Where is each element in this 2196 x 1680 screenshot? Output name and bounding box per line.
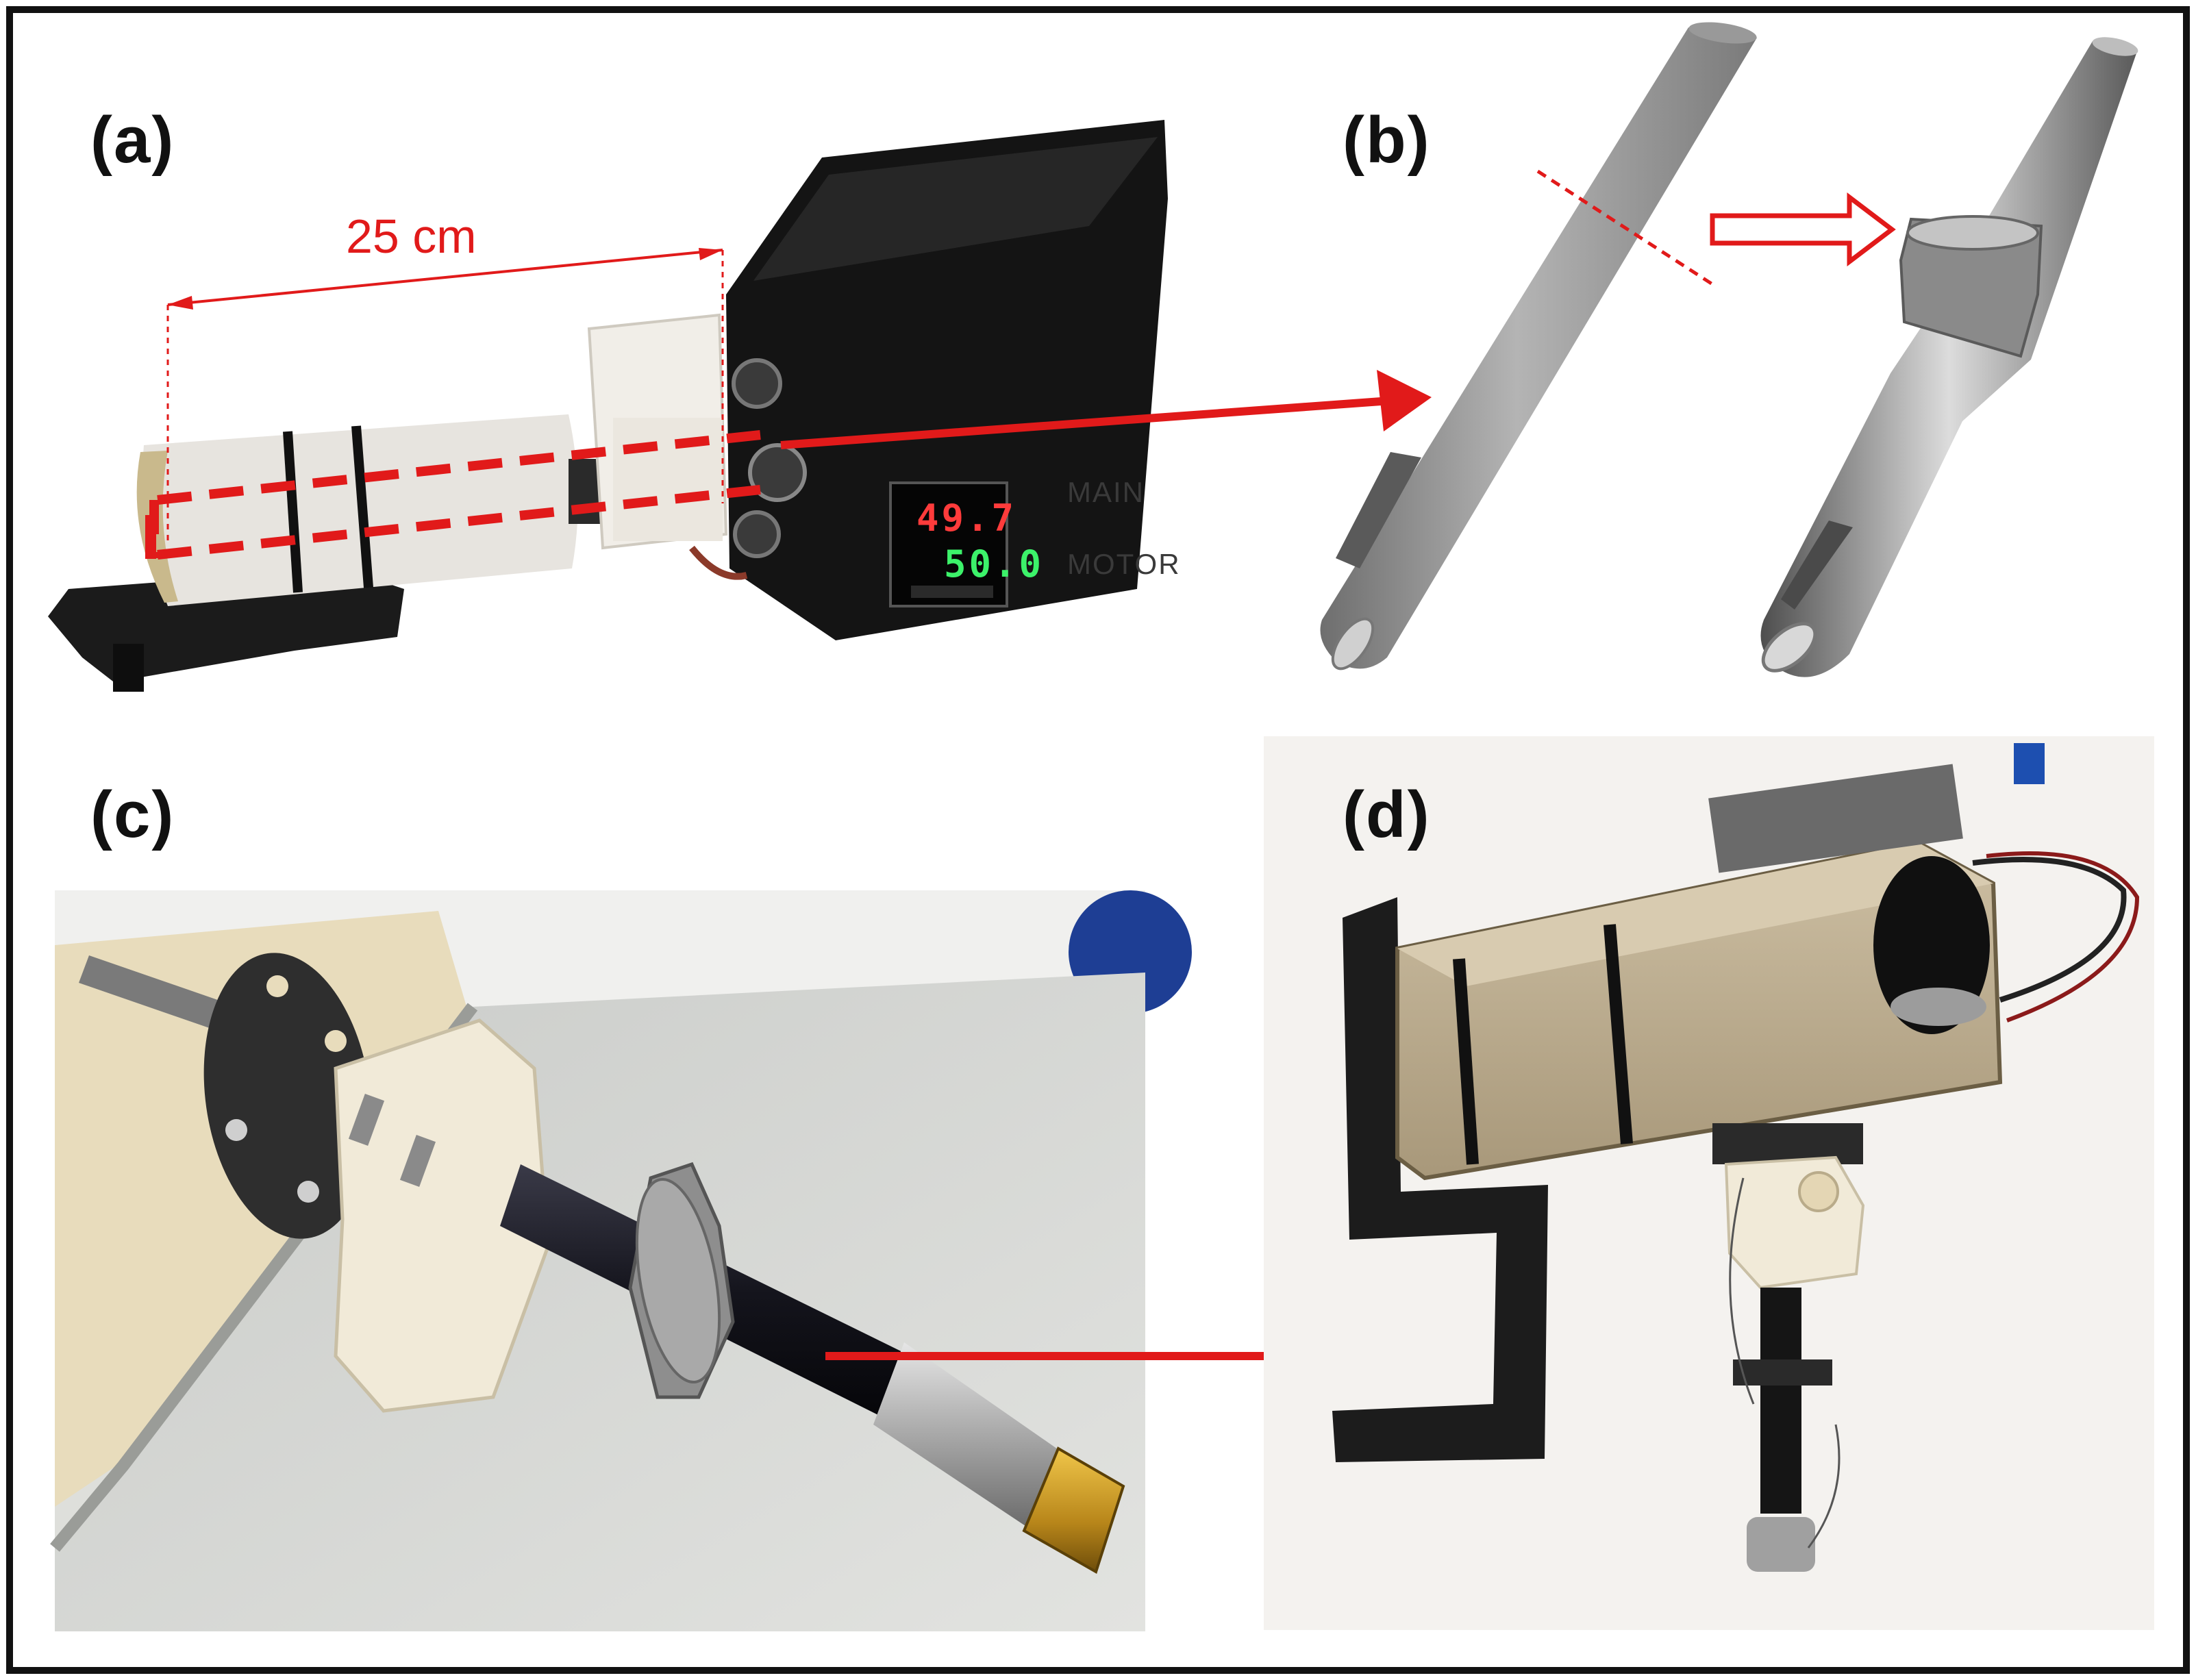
cut-line xyxy=(1536,169,1714,286)
arrow-a-to-b xyxy=(780,397,1391,449)
mount-plate xyxy=(1712,1123,1863,1164)
drive-box-top xyxy=(1397,842,1993,986)
hanging-silver-grip xyxy=(1747,1517,1815,1572)
shaft-top-end xyxy=(2092,37,2138,56)
housing-tag-motor: MOTOR xyxy=(1067,548,1181,580)
box-strap-1 xyxy=(1453,958,1479,1165)
front-bolt-2 xyxy=(748,443,807,502)
panel-label-c: (c) xyxy=(90,778,175,851)
hanging-ceramic-block xyxy=(1724,1155,1865,1290)
tube-band-2 xyxy=(351,425,373,588)
shaft-window-slot xyxy=(1781,521,1853,610)
panel-label-a: (a) xyxy=(90,103,175,177)
silver-sleeve xyxy=(873,1342,1062,1527)
dimension-arrow-right xyxy=(699,248,723,260)
front-bolt-1 xyxy=(732,358,782,409)
arrow-a-to-b-head xyxy=(1377,370,1432,431)
wall-bracket xyxy=(1332,897,1548,1462)
tube-bottom-end xyxy=(1331,617,1375,670)
block-bore xyxy=(1798,1171,1839,1212)
hanging-black-shaft xyxy=(1760,1288,1801,1514)
wire-bundle xyxy=(689,545,748,580)
front-bolt-3 xyxy=(733,510,781,558)
disk-hole-2 xyxy=(325,1030,347,1052)
tube-window-slot xyxy=(1336,452,1421,568)
housing-top-face xyxy=(753,137,1158,281)
shaft-flange xyxy=(1899,217,2043,358)
controller-button-row xyxy=(911,586,993,598)
shaft-bottom-end xyxy=(1761,622,1817,673)
box-strap-2 xyxy=(1604,924,1633,1144)
motor-wire-1 xyxy=(1972,857,2127,1003)
clamp-screw-2 xyxy=(399,1134,436,1188)
table-surface xyxy=(55,973,1145,1631)
disk-hole-1 xyxy=(266,975,288,997)
panel-label-b: (b) xyxy=(1343,103,1431,177)
tube-top-end xyxy=(1688,22,1757,44)
controller-display-bottom: 50.0 xyxy=(944,542,1045,586)
flange-face xyxy=(1906,215,2039,251)
flange-bolt-face xyxy=(635,1177,721,1384)
dimension-label: 25 cm xyxy=(346,210,477,263)
ceramic-clamp-block xyxy=(334,1018,550,1413)
dc-motor xyxy=(1873,856,1990,1034)
housing-tag-main: MAIN xyxy=(1067,476,1145,508)
black-flange-disk xyxy=(203,953,372,1239)
machined-shaft-render xyxy=(1760,41,2137,677)
clamp-screw-1 xyxy=(348,1093,385,1146)
transform-arrow xyxy=(1710,192,1896,267)
panel-d-photo xyxy=(1264,736,2154,1630)
panel-label-d: (d) xyxy=(1343,778,1431,851)
panel-a-photo xyxy=(48,120,1168,692)
tube-band-1 xyxy=(283,431,303,593)
motor-face xyxy=(1891,988,1986,1026)
control-board xyxy=(1708,764,1963,873)
panel-c-photo xyxy=(50,890,1692,1631)
dimension-line xyxy=(167,249,723,306)
motor-wire-2 xyxy=(1986,851,2140,1023)
controller-display-top: 49.7 xyxy=(916,497,1017,540)
thin-wire xyxy=(1729,1177,1841,1549)
base-foot xyxy=(113,644,144,692)
hollow-tube-render xyxy=(1320,27,1757,669)
hanging-flange xyxy=(1733,1359,1832,1386)
dimension-arrow-left xyxy=(168,296,193,310)
shaft-end-mark xyxy=(145,515,156,559)
disk-hole-3 xyxy=(225,1119,247,1141)
panel-b-render xyxy=(1320,22,2138,677)
brass-end-cap xyxy=(1022,1446,1125,1574)
panel-a-annotations xyxy=(145,248,1432,560)
blue-connector xyxy=(2014,743,2045,784)
disk-hole-4 xyxy=(297,1181,319,1203)
